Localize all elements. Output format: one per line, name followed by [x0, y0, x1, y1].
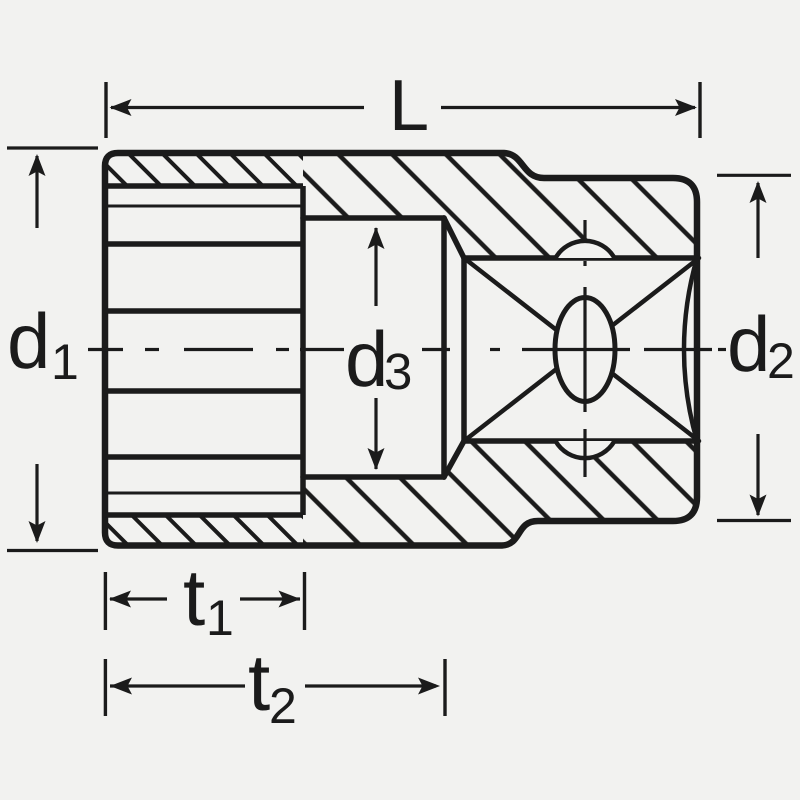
svg-text:d: d: [7, 297, 50, 385]
svg-text:t: t: [183, 553, 205, 642]
svg-text:L: L: [389, 66, 429, 146]
svg-text:1: 1: [51, 334, 79, 390]
svg-text:d: d: [345, 315, 388, 403]
svg-text:d: d: [727, 300, 770, 388]
svg-text:t: t: [248, 638, 270, 727]
svg-text:2: 2: [269, 678, 297, 734]
svg-text:1: 1: [206, 590, 234, 646]
svg-text:3: 3: [384, 343, 412, 400]
svg-text:2: 2: [767, 333, 795, 389]
